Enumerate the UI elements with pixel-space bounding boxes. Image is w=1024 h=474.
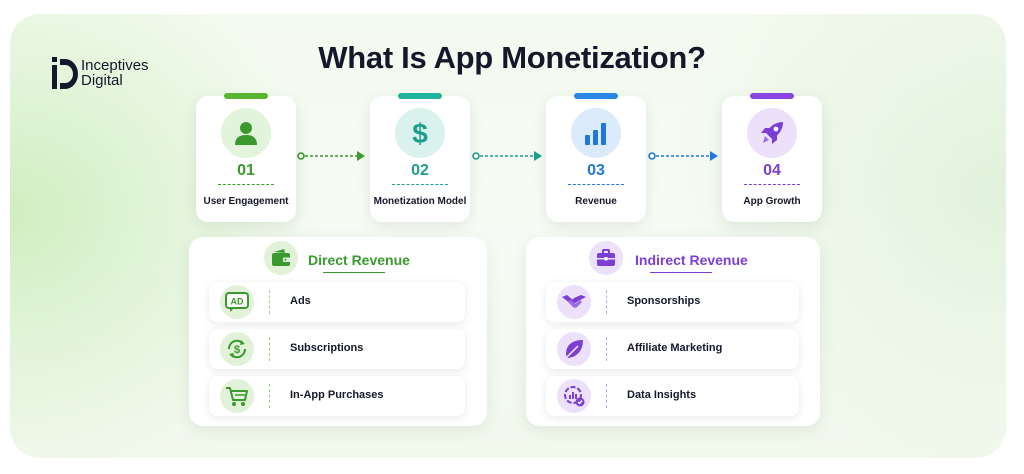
rocket-icon: [747, 108, 797, 158]
direct-revenue-panel: Direct Revenue AD Ads $ Subscriptions: [189, 237, 487, 426]
step-divider: [744, 184, 800, 185]
indirect-revenue-panel: Indirect Revenue Sponsorships Affiliate …: [526, 237, 820, 426]
brand-logo: Inceptives Digital: [52, 57, 149, 89]
panel-title: Indirect Revenue: [635, 252, 748, 268]
item-label: Subscriptions: [290, 342, 364, 354]
list-item: $ Subscriptions: [209, 329, 465, 369]
step-label: Monetization Model: [373, 196, 467, 207]
analytics-icon: [557, 379, 591, 413]
dollar-icon: $: [395, 108, 445, 158]
step-cap: [574, 93, 618, 99]
handshake-icon: [557, 285, 591, 319]
step-number: 04: [763, 162, 781, 179]
step-number: 01: [237, 162, 255, 179]
title-underline: [323, 272, 385, 273]
step-cap: [224, 93, 268, 99]
list-item: Affiliate Marketing: [546, 329, 799, 369]
bar-chart-icon: [571, 108, 621, 158]
item-label: Affiliate Marketing: [627, 342, 723, 354]
svg-text:AD: AD: [231, 297, 244, 307]
list-item: Data Insights: [546, 376, 799, 416]
leaf-icon: [557, 332, 591, 366]
panel-header: Direct Revenue: [189, 241, 487, 277]
item-separator: [606, 337, 607, 361]
arrow-1-to-2: [297, 151, 365, 161]
step-label: User Engagement: [203, 196, 289, 207]
step-label: App Growth: [743, 196, 801, 207]
logo-line-1: Inceptives: [81, 57, 149, 74]
step-number: 03: [587, 162, 605, 179]
step-divider: [392, 184, 448, 185]
background-panel: [10, 14, 1006, 458]
arrow-2-to-3: [472, 151, 542, 161]
step-divider: [568, 184, 624, 185]
step-card-4: 04 App Growth: [722, 93, 822, 222]
user-icon: [221, 108, 271, 158]
item-label: Data Insights: [627, 389, 697, 401]
cart-icon: [220, 379, 254, 413]
arrow-3-to-4: [648, 151, 718, 161]
step-cap: [750, 93, 794, 99]
ad-icon: AD: [220, 285, 254, 319]
svg-text:$: $: [412, 118, 428, 148]
logo-line-2: Digital: [81, 72, 123, 89]
step-card-2: $ 02 Monetization Model: [370, 93, 470, 222]
svg-text:$: $: [234, 344, 240, 356]
logo-text: Inceptives Digital: [81, 58, 149, 88]
item-label: In-App Purchases: [290, 389, 384, 401]
item-separator: [606, 384, 607, 408]
panel-header: Indirect Revenue: [526, 241, 820, 277]
title-underline: [650, 272, 712, 273]
step-number: 02: [411, 162, 429, 179]
panel-title: Direct Revenue: [308, 252, 410, 268]
item-separator: [269, 337, 270, 361]
subscription-cycle-icon: $: [220, 332, 254, 366]
briefcase-icon: [589, 241, 623, 275]
step-card-1: 01 User Engagement: [196, 93, 296, 222]
list-item: AD Ads: [209, 282, 465, 322]
item-label: Ads: [290, 295, 311, 307]
list-item: In-App Purchases: [209, 376, 465, 416]
list-item: Sponsorships: [546, 282, 799, 322]
step-cap: [398, 93, 442, 99]
step-label: Revenue: [575, 196, 617, 207]
page-title: What Is App Monetization?: [318, 40, 706, 75]
step-divider: [218, 184, 274, 185]
item-separator: [606, 290, 607, 314]
logo-mark-icon: [52, 57, 78, 89]
item-separator: [269, 290, 270, 314]
item-separator: [269, 384, 270, 408]
item-label: Sponsorships: [627, 295, 701, 307]
step-card-3: 03 Revenue: [546, 93, 646, 222]
wallet-icon: [264, 241, 298, 275]
